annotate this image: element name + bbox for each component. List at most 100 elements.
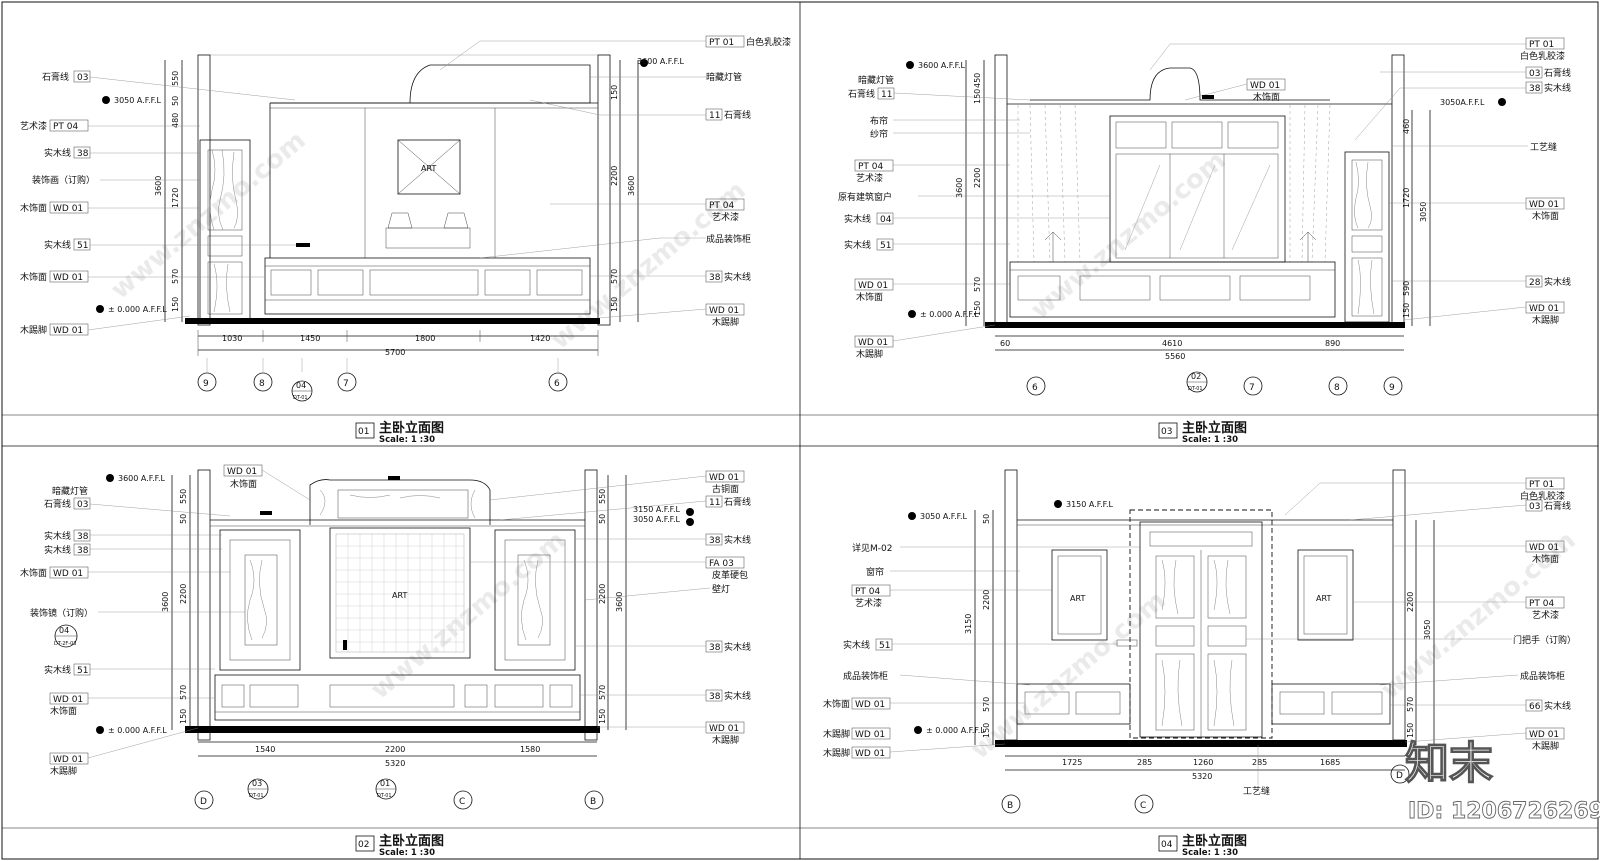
svg-text:50: 50	[982, 514, 991, 524]
panel-scale: Scale: 1 :30	[379, 848, 435, 858]
svg-text:门把手（订购）: 门把手（订购）	[1513, 634, 1576, 646]
svg-text:实木线: 实木线	[44, 239, 71, 251]
svg-text:1720: 1720	[1402, 188, 1411, 208]
svg-text:木踢脚: 木踢脚	[50, 765, 77, 777]
svg-text:570: 570	[598, 685, 607, 700]
svg-text:550: 550	[598, 489, 607, 504]
svg-text:570: 570	[1406, 697, 1415, 712]
svg-text:150: 150	[982, 723, 991, 738]
svg-text:570: 570	[610, 269, 619, 284]
svg-text:WD 01: WD 01	[1250, 81, 1280, 91]
svg-text:白色乳胶漆: 白色乳胶漆	[1520, 50, 1565, 62]
svg-text:古铜面: 古铜面	[712, 483, 739, 495]
svg-text:50: 50	[179, 514, 188, 524]
svg-text:5320: 5320	[385, 759, 405, 768]
axis-markers: 6 02 DT-01 7 8 9	[1026, 371, 1403, 396]
svg-text:3600: 3600	[627, 176, 636, 196]
svg-text:C: C	[1140, 801, 1146, 811]
left-callouts: 3600 A.F.F.L 暗藏灯管 石膏线 03 实木线 38 实木线 38 木…	[20, 474, 245, 777]
svg-text:WD 01: WD 01	[709, 724, 739, 734]
svg-text:2200: 2200	[610, 166, 619, 186]
svg-text:WD 01: WD 01	[858, 338, 888, 348]
svg-text:WD 01: WD 01	[53, 755, 83, 765]
svg-text:3050A.F.F.L: 3050A.F.F.L	[1440, 98, 1485, 107]
svg-text:8: 8	[259, 379, 265, 389]
svg-text:实木线: 实木线	[724, 641, 751, 653]
svg-text:DT-01: DT-01	[249, 793, 264, 799]
svg-text:成品装饰柜: 成品装饰柜	[706, 233, 751, 245]
svg-text:实木线: 实木线	[843, 639, 870, 651]
svg-text:150: 150	[610, 297, 619, 312]
svg-text:38: 38	[709, 273, 721, 283]
svg-text:木踢脚: 木踢脚	[712, 734, 739, 746]
svg-text:3600 A.F.F.L: 3600 A.F.F.L	[637, 57, 684, 66]
svg-text:WD 01: WD 01	[855, 749, 885, 759]
right-callouts: PT 01 白色乳胶漆 3600 A.F.F.L 暗藏灯管 11 石膏线 PT …	[439, 35, 791, 328]
svg-text:9: 9	[1389, 383, 1395, 393]
svg-text:窗帘: 窗帘	[866, 566, 884, 578]
svg-text:实木线: 实木线	[724, 271, 751, 283]
svg-text:WD 01: WD 01	[709, 306, 739, 316]
svg-text:WD 01: WD 01	[53, 569, 83, 579]
svg-text:暗藏灯管: 暗藏灯管	[52, 485, 88, 497]
svg-text:38: 38	[1529, 84, 1541, 94]
svg-text:PT 04: PT 04	[1529, 599, 1555, 609]
svg-text:木饰面: 木饰面	[1253, 91, 1280, 103]
svg-text:02: 02	[1191, 372, 1201, 381]
svg-text:1420: 1420	[530, 334, 550, 343]
svg-text:8: 8	[1334, 383, 1340, 393]
svg-text:03: 03	[77, 73, 88, 83]
svg-text:DT-01: DT-01	[293, 395, 308, 401]
panel-scale: Scale: 1 :30	[1182, 848, 1238, 858]
svg-text:木饰面: 木饰面	[230, 478, 257, 490]
svg-text:石膏线: 石膏线	[724, 496, 751, 508]
left-callouts: 石膏线 03 3050 A.F.F.L 艺术漆 PT 04 实木线 38 装饰画…	[20, 70, 296, 336]
svg-text:石膏线: 石膏线	[848, 88, 875, 100]
panel-scale: Scale: 1 :30	[379, 435, 435, 445]
svg-text:WD 01: WD 01	[53, 204, 83, 214]
svg-text:± 0.000 A.F.F.L: ± 0.000 A.F.F.L	[108, 305, 167, 314]
svg-text:1725: 1725	[1062, 758, 1082, 767]
svg-text:木饰面: 木饰面	[823, 698, 850, 710]
svg-text:实木线: 实木线	[44, 664, 71, 676]
svg-text:木踢脚: 木踢脚	[20, 324, 47, 336]
svg-text:550: 550	[171, 71, 180, 86]
svg-text:实木线: 实木线	[844, 239, 871, 251]
svg-text:实木线: 实木线	[844, 213, 871, 225]
svg-text:570: 570	[179, 685, 188, 700]
svg-text:11: 11	[709, 111, 720, 121]
panel-scale: Scale: 1 :30	[1182, 435, 1238, 445]
svg-text:1685: 1685	[1320, 758, 1340, 767]
svg-text:03: 03	[252, 779, 262, 788]
svg-text:PT 04: PT 04	[855, 587, 881, 597]
svg-text:3050: 3050	[1419, 202, 1428, 222]
svg-text:150: 150	[973, 301, 982, 316]
svg-text:± 0.000 A.F.F.L: ± 0.000 A.F.F.L	[920, 310, 979, 319]
svg-text:WD 01: WD 01	[855, 730, 885, 740]
svg-text:木饰面: 木饰面	[50, 705, 77, 717]
svg-text:石膏线: 石膏线	[42, 71, 69, 83]
right-wall	[584, 469, 598, 741]
svg-text:2200: 2200	[973, 168, 982, 188]
svg-text:66: 66	[1529, 702, 1541, 712]
svg-text:51: 51	[77, 241, 88, 251]
svg-text:艺术漆: 艺术漆	[1532, 609, 1559, 621]
brand-logo: 知末	[1405, 738, 1493, 789]
svg-text:3600: 3600	[615, 592, 624, 612]
svg-text:150: 150	[973, 89, 982, 104]
svg-text:3050 A.F.F.L: 3050 A.F.F.L	[114, 96, 161, 105]
svg-text:3600: 3600	[955, 178, 964, 198]
svg-text:DT-2F-03: DT-2F-03	[54, 641, 76, 647]
svg-text:04: 04	[296, 381, 306, 390]
svg-text:WD 01: WD 01	[858, 281, 888, 291]
svg-text:7: 7	[1249, 383, 1255, 393]
svg-text:www.znzmo.com: www.znzmo.com	[105, 125, 311, 305]
svg-text:艺术漆: 艺术漆	[20, 120, 47, 132]
svg-text:D: D	[1396, 771, 1403, 781]
svg-text:DT-01: DT-01	[377, 793, 392, 799]
svg-text:5700: 5700	[385, 348, 405, 357]
svg-text:石膏线: 石膏线	[724, 109, 751, 121]
right-callouts: PT 01 白色乳胶漆 03 石膏线 WD 01 木饰面 PT 04 艺术漆 门…	[1246, 477, 1576, 752]
svg-text:51: 51	[879, 641, 890, 651]
svg-text:1540: 1540	[255, 745, 275, 754]
